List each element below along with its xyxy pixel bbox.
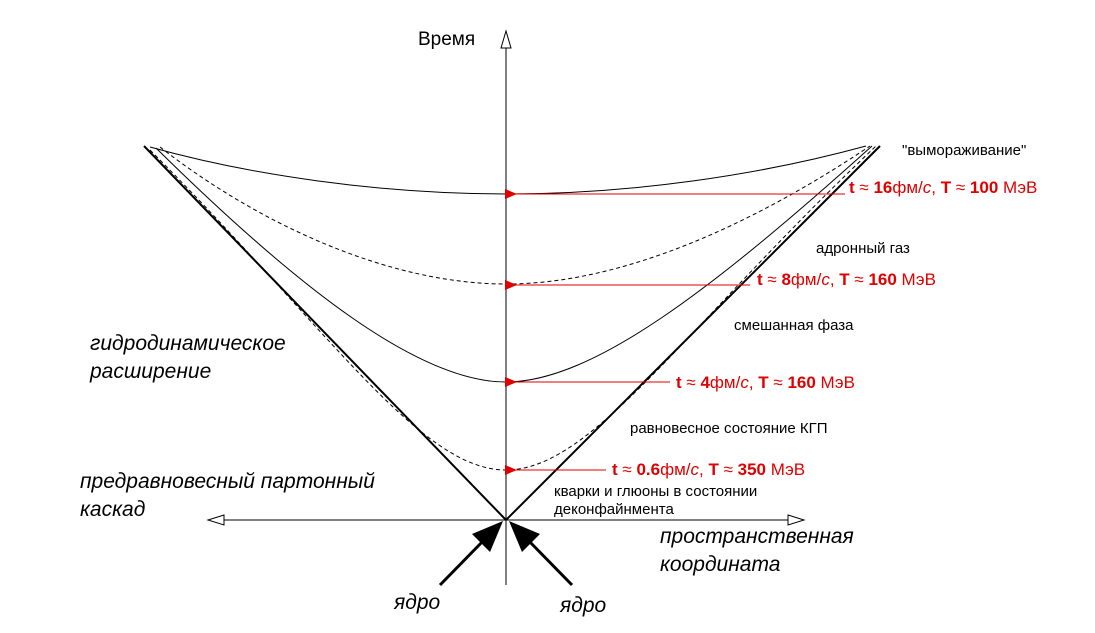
parton-cascade-label-line1: предравновесный партонный	[80, 470, 375, 493]
time-axis-label: Время	[418, 29, 475, 50]
space-axis-label-line2: координата	[660, 553, 780, 576]
marker-label-hadron-gas: t ≈ 8фм/c, T ≈ 160 МэВ	[757, 270, 936, 289]
deconfined-label-line1: кварки и глюоны в состоянии	[554, 483, 757, 500]
nucleus-right-arrow	[524, 536, 574, 587]
space-axis-label-line1: пространственная	[660, 525, 854, 548]
hadron-gas-label: адронный газ	[816, 240, 910, 257]
nucleus-right-label: ядро	[559, 594, 607, 617]
hydro-expansion-label-line2: расширение	[89, 360, 211, 383]
deconfined-label-line2: деконфайнмента	[554, 501, 674, 518]
freezeout-label: "вымораживание"	[902, 142, 1026, 159]
marker-label-freezeout: t ≈ 16фм/c, T ≈ 100 МэВ	[849, 178, 1037, 197]
marker-label-mixed-phase: t ≈ 4фм/c, T ≈ 160 МэВ	[676, 373, 855, 392]
nucleus-left-arrowhead	[472, 521, 503, 552]
nucleus-left-label: ядро	[393, 591, 441, 614]
mixed-phase-label: смешанная фаза	[734, 317, 854, 334]
qgp-equilibrium-label: равновесное состояние КГП	[630, 420, 828, 437]
space-axis-right-arrowhead	[787, 514, 806, 526]
hyperbola-freezeout	[149, 145, 867, 195]
space-axis-left-arrowhead	[206, 514, 225, 526]
nucleus-left-arrow	[438, 536, 488, 587]
nucleus-right-arrowhead	[509, 521, 540, 552]
hydro-expansion-label-line1: гидродинамическое	[90, 332, 286, 355]
light-cone-left	[143, 145, 507, 521]
parton-cascade-label-line2: каскад	[80, 498, 145, 521]
time-axis-arrowhead	[500, 29, 512, 49]
marker-label-qgp: t ≈ 0.6фм/c, T ≈ 350 МэВ	[612, 460, 805, 479]
